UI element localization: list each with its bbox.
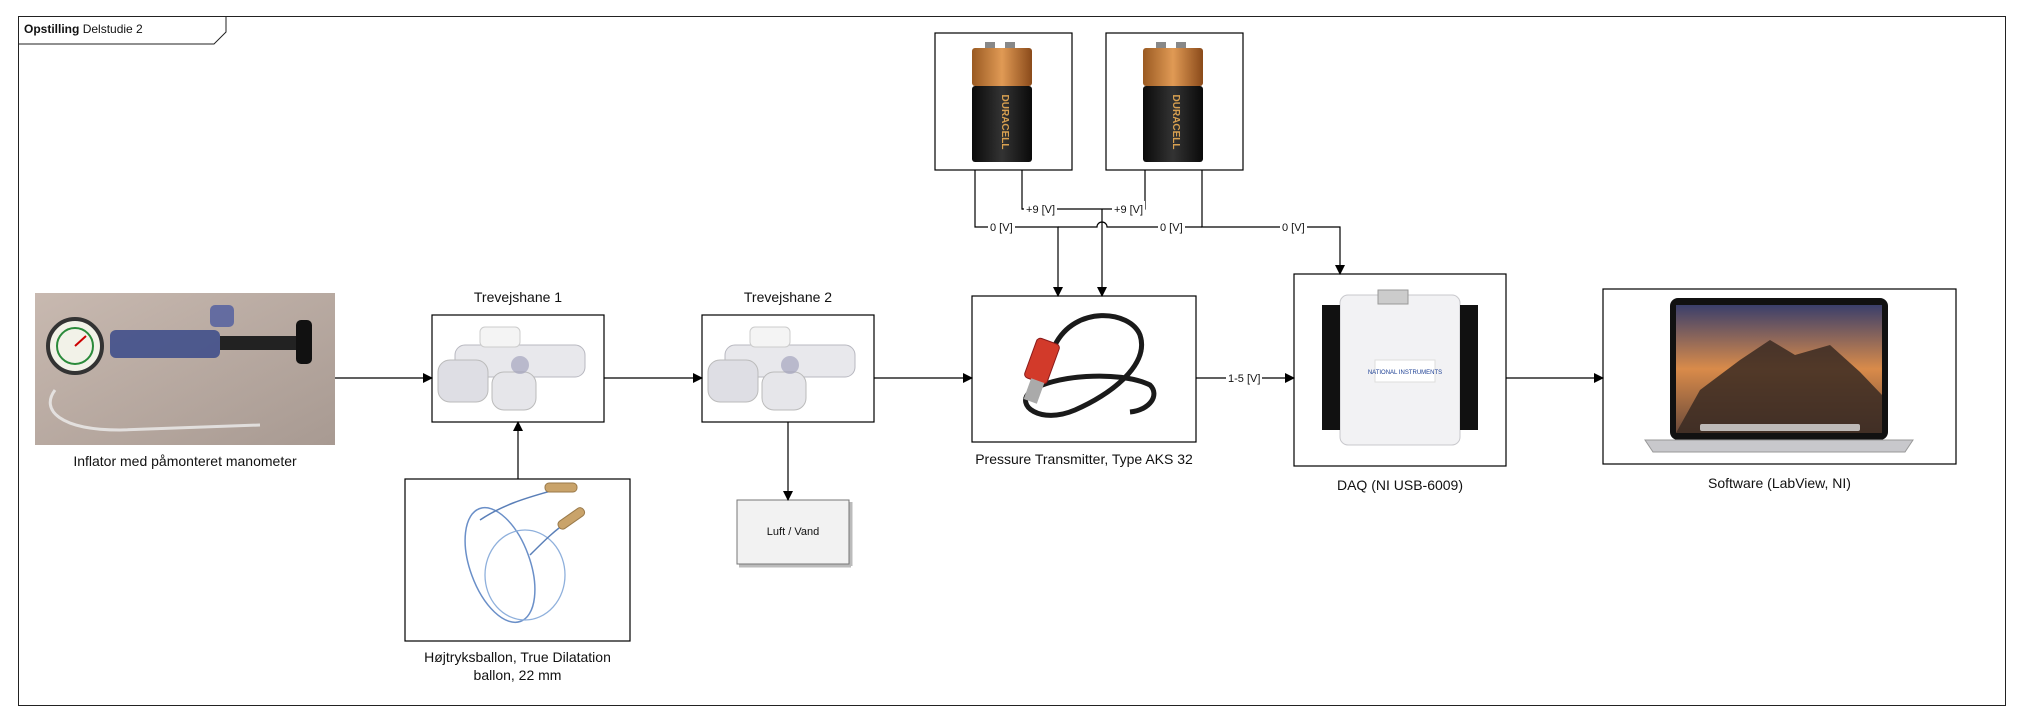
battery-a-brand: DURACELL	[999, 95, 1010, 150]
software-node	[1602, 288, 1957, 465]
voltage-9v-a-value: 9 [V]	[1032, 204, 1056, 216]
daq-node: NATIONAL INSTRUMENTS	[1293, 273, 1507, 467]
inflator-handle	[220, 336, 300, 350]
valve1-label: Trevejshane 1	[473, 289, 563, 305]
inflator-barrel	[110, 330, 220, 358]
valve2-node	[701, 314, 875, 423]
balloon-node	[404, 478, 631, 642]
battery-b-brand: DURACELL	[1170, 95, 1181, 150]
voltage-9v-a: +9 [V]	[1024, 201, 1058, 219]
voltage-0v-b: 0 [V]	[1158, 219, 1185, 237]
title-tab	[18, 16, 227, 45]
battery-b-node: DURACELL	[1105, 32, 1244, 171]
balloon-label: Højtryksballon, True Dilatation ballon, …	[424, 649, 611, 683]
battery-b-top	[1143, 48, 1203, 86]
wire-battery-a-9v	[1021, 170, 1023, 210]
inflator-image	[35, 293, 335, 445]
title-bold: Opstilling	[24, 22, 80, 36]
battery-b-body	[1143, 86, 1203, 162]
battery-a-node: DURACELL	[934, 32, 1073, 171]
voltage-0v-a: 0 [V]	[988, 219, 1015, 237]
daq-label: DAQ (NI USB-6009)	[1336, 477, 1464, 493]
wire-battery-a-0v	[974, 170, 1063, 297]
valve1-node	[431, 314, 605, 423]
diagram-frame	[18, 16, 2006, 706]
valve2-icon	[707, 326, 856, 411]
transmitter-label: Pressure Transmitter, Type AKS 32	[975, 451, 1193, 467]
inflator-label: Inflator med påmonteret manometer	[73, 453, 297, 469]
title-rest: Delstudie 2	[82, 22, 143, 36]
luft-node	[736, 499, 853, 568]
voltage-9v-b: +9 [V]	[1112, 201, 1146, 219]
voltage-9v-b-value: 9 [V]	[1120, 204, 1144, 216]
luft-box	[736, 499, 850, 565]
transmitter-icon	[1023, 313, 1157, 418]
wire-battery-b-0v	[1201, 170, 1345, 275]
laptop-icon	[1644, 298, 1914, 453]
valve2-label: Trevejshane 2	[743, 289, 833, 305]
battery-a-top	[972, 48, 1032, 86]
inflator-knob	[296, 320, 312, 364]
software-label: Software (LabView, NI)	[1708, 475, 1851, 491]
daq-icon: NATIONAL INSTRUMENTS	[1322, 289, 1478, 446]
voltage-0v-c: 0 [V]	[1280, 219, 1307, 237]
battery-a-body	[972, 86, 1032, 162]
transmitter-node	[971, 295, 1197, 443]
daq-brand-text: NATIONAL INSTRUMENTS	[1368, 370, 1442, 376]
voltage-signal: 1-5 [V]	[1226, 370, 1263, 388]
balloon-catheter-icon	[464, 482, 586, 624]
wire-0v-bus	[1058, 221, 1202, 228]
title-tab-text: Opstilling Delstudie 2	[24, 22, 143, 36]
valve1-icon	[437, 326, 586, 411]
balloon-box	[404, 478, 631, 642]
luft-label: Luft / Vand	[766, 526, 820, 538]
